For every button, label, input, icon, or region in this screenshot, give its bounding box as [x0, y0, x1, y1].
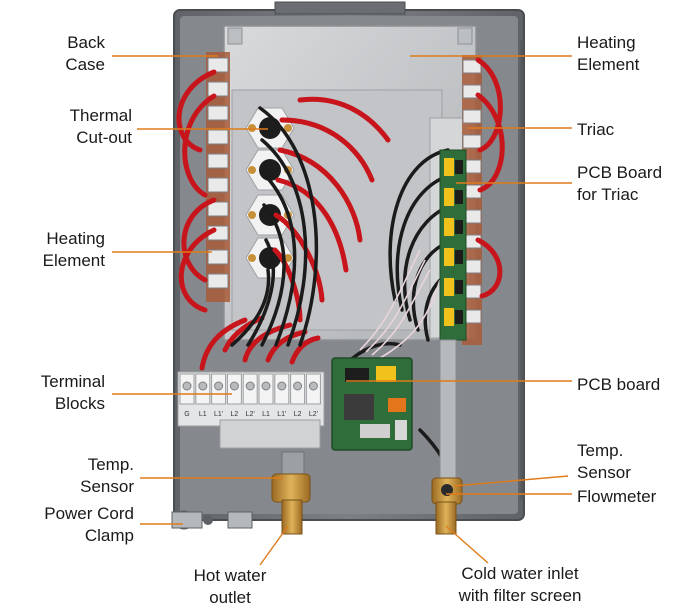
element-terminal: [462, 59, 482, 74]
terminal-marking: L2': [309, 411, 318, 418]
terminal-marking: L2': [246, 411, 255, 418]
terminal-marking: L1': [214, 411, 223, 418]
element-terminal: [207, 177, 229, 193]
terminal-marking: L2: [294, 411, 302, 418]
terminal-block: L2': [305, 373, 321, 418]
element-terminal: [207, 153, 229, 169]
terminal-marking: L1': [277, 411, 286, 418]
terminal-block: L1': [274, 373, 290, 418]
plumbing: [271, 339, 463, 535]
triac-component: [444, 248, 463, 266]
leader-lines: [112, 55, 572, 566]
element-terminal: [207, 81, 229, 97]
triac-component: [444, 218, 463, 236]
element-terminal: [462, 109, 482, 124]
label-temp-sensor-left: Temp.Sensor: [80, 455, 134, 496]
element-terminal: [207, 57, 229, 73]
black-wires: [230, 106, 458, 482]
element-terminal: [207, 129, 229, 145]
terminal-block: L2: [290, 373, 306, 418]
terminal-block: L2': [242, 373, 258, 418]
terminal-block: L2: [226, 373, 242, 418]
terminal-block: L1: [195, 373, 211, 418]
label-pcb-board: PCB board: [577, 375, 661, 394]
terminal-marking: L1: [199, 411, 207, 418]
label-triac: Triac: [577, 120, 615, 139]
main-pcb-board: [331, 357, 413, 451]
terminal-blocks: G L1 L1' L2 L2' L1 L1' L2 L2': [177, 371, 325, 449]
terminal-block: L1': [211, 373, 227, 418]
terminal-marking: L1: [262, 411, 270, 418]
element-terminal: [207, 105, 229, 121]
element-terminal: [207, 249, 229, 265]
element-terminal: [207, 201, 229, 217]
element-terminal: [462, 134, 482, 149]
triac-component: [444, 308, 463, 326]
terminal-block: G: [179, 373, 195, 418]
label-temp-sensor-right: Temp.Sensor: [577, 441, 631, 482]
triac-component: [444, 188, 463, 206]
terminal-marking: G: [184, 411, 189, 418]
terminal-block: L1: [258, 373, 274, 418]
label-flowmeter: Flowmeter: [577, 487, 657, 506]
triac-component: [444, 158, 463, 176]
triac-component: [444, 278, 463, 296]
left-connector-strip: [206, 52, 230, 302]
element-terminal: [207, 273, 229, 289]
triac-pcb-board: [439, 149, 467, 341]
terminal-marking: L2: [231, 411, 239, 418]
thin-wires: [359, 249, 441, 359]
